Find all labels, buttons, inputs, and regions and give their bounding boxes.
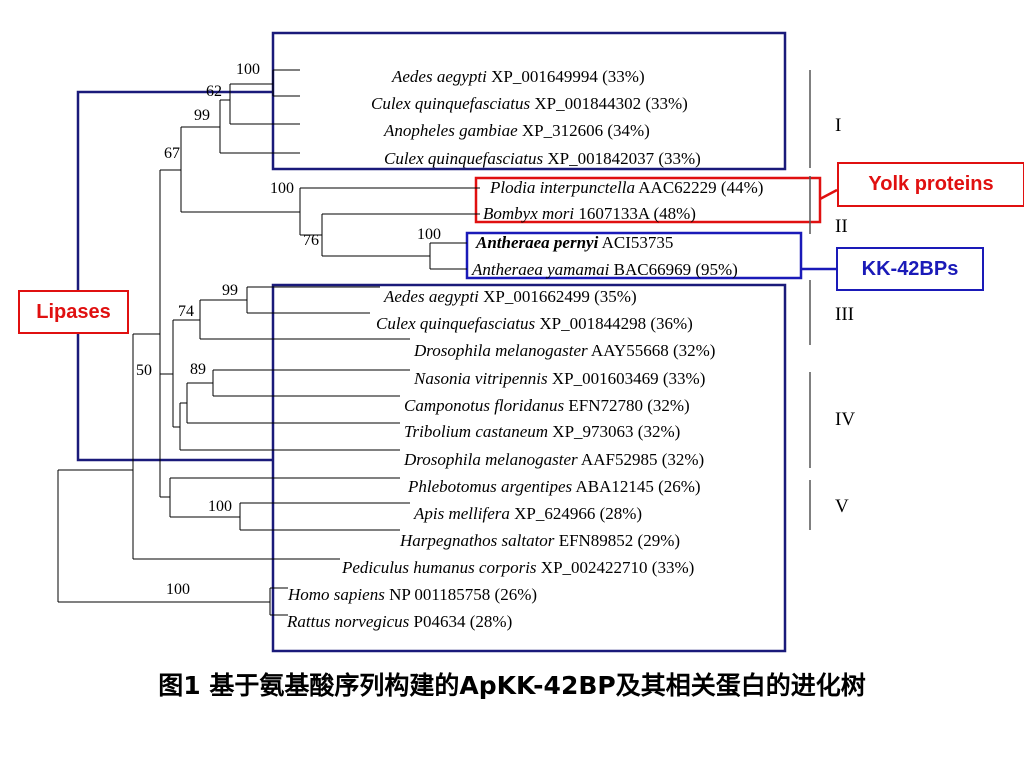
lipase-connector bbox=[76, 90, 273, 462]
taxon-label: Culex quinquefasciatus XP_001844302 (33%… bbox=[371, 94, 688, 113]
bootstrap-label: 99 bbox=[222, 282, 238, 299]
lipase-box-bottom bbox=[271, 283, 787, 653]
tree-branches bbox=[57, 69, 480, 616]
bootstrap-label: 62 bbox=[206, 83, 222, 100]
taxon-label: Anopheles gambiae XP_312606 (34%) bbox=[383, 121, 650, 140]
phylogenetic-tree: 100 62 99 67 100 76 100 99 74 89 50 100 … bbox=[57, 31, 855, 653]
taxon-label: Nasonia vitripennis XP_001603469 (33%) bbox=[413, 369, 705, 388]
taxon-label: Harpegnathos saltator EFN89852 (29%) bbox=[399, 531, 680, 550]
bootstrap-label: 100 bbox=[166, 581, 190, 598]
taxon-label: Rattus norvegicus P04634 (28%) bbox=[286, 612, 512, 631]
taxon-labels: Aedes aegypti XP_001649994 (33%) Culex q… bbox=[286, 67, 763, 631]
taxon-label: Bombyx mori 1607133A (48%) bbox=[483, 204, 696, 223]
bootstrap-label: 67 bbox=[164, 145, 180, 162]
group-label: II bbox=[835, 216, 848, 237]
taxon-label: Apis mellifera XP_624966 (28%) bbox=[413, 504, 642, 523]
bootstrap-label: 100 bbox=[236, 61, 260, 78]
taxon-label: Camponotus floridanus EFN72780 (32%) bbox=[404, 396, 690, 415]
bootstrap-label: 99 bbox=[194, 107, 210, 124]
group-label: V bbox=[835, 496, 849, 517]
bootstrap-label: 74 bbox=[178, 303, 194, 320]
taxon-label: Plodia interpunctella AAC62229 (44%) bbox=[489, 178, 763, 197]
taxon-label: Pediculus humanus corporis XP_002422710 … bbox=[341, 558, 694, 577]
taxon-label: Drosophila melanogaster AAY55668 (32%) bbox=[413, 341, 715, 360]
taxon-label: Aedes aegypti XP_001662499 (35%) bbox=[383, 287, 637, 306]
taxon-label: Aedes aegypti XP_001649994 (33%) bbox=[391, 67, 645, 86]
lipases-label: Lipases bbox=[18, 290, 129, 334]
bootstrap-label: 89 bbox=[190, 361, 206, 378]
taxon-label: Culex quinquefasciatus XP_001842037 (33%… bbox=[384, 149, 701, 168]
figure-caption: 图1 基于氨基酸序列构建的ApKK-42BP及其相关蛋白的进化树 bbox=[158, 671, 866, 700]
bootstrap-values: 100 62 99 67 100 76 100 99 74 89 50 100 … bbox=[136, 61, 441, 598]
bootstrap-label: 50 bbox=[136, 362, 152, 379]
taxon-label: Phlebotomus argentipes ABA12145 (26%) bbox=[407, 477, 701, 496]
taxon-label: Antheraea pernyi ACI53735 bbox=[475, 233, 673, 252]
bootstrap-label: 100 bbox=[208, 498, 232, 515]
group-label: IV bbox=[835, 409, 855, 430]
group-label: I bbox=[835, 115, 841, 136]
yolk-proteins-label: Yolk proteins bbox=[837, 162, 1024, 207]
taxon-label: Homo sapiens NP 001185758 (26%) bbox=[287, 585, 537, 604]
group-label: III bbox=[835, 304, 854, 325]
taxon-label: Culex quinquefasciatus XP_001844298 (36%… bbox=[376, 314, 693, 333]
bootstrap-label: 100 bbox=[417, 226, 441, 243]
kk-box bbox=[465, 231, 803, 280]
taxon-label: Drosophila melanogaster AAF52985 (32%) bbox=[403, 450, 704, 469]
bootstrap-label: 76 bbox=[303, 232, 319, 249]
bootstrap-label: 100 bbox=[270, 180, 294, 197]
taxon-label: Antheraea yamamai BAC66969 (95%) bbox=[471, 260, 738, 279]
yolk-connector bbox=[819, 188, 838, 201]
connector-lines bbox=[76, 90, 838, 462]
kk-42bps-label: KK-42BPs bbox=[836, 247, 984, 291]
lipase-box-top bbox=[271, 31, 787, 171]
yolk-box bbox=[474, 176, 822, 224]
taxon-label: Tribolium castaneum XP_973063 (32%) bbox=[404, 422, 680, 441]
